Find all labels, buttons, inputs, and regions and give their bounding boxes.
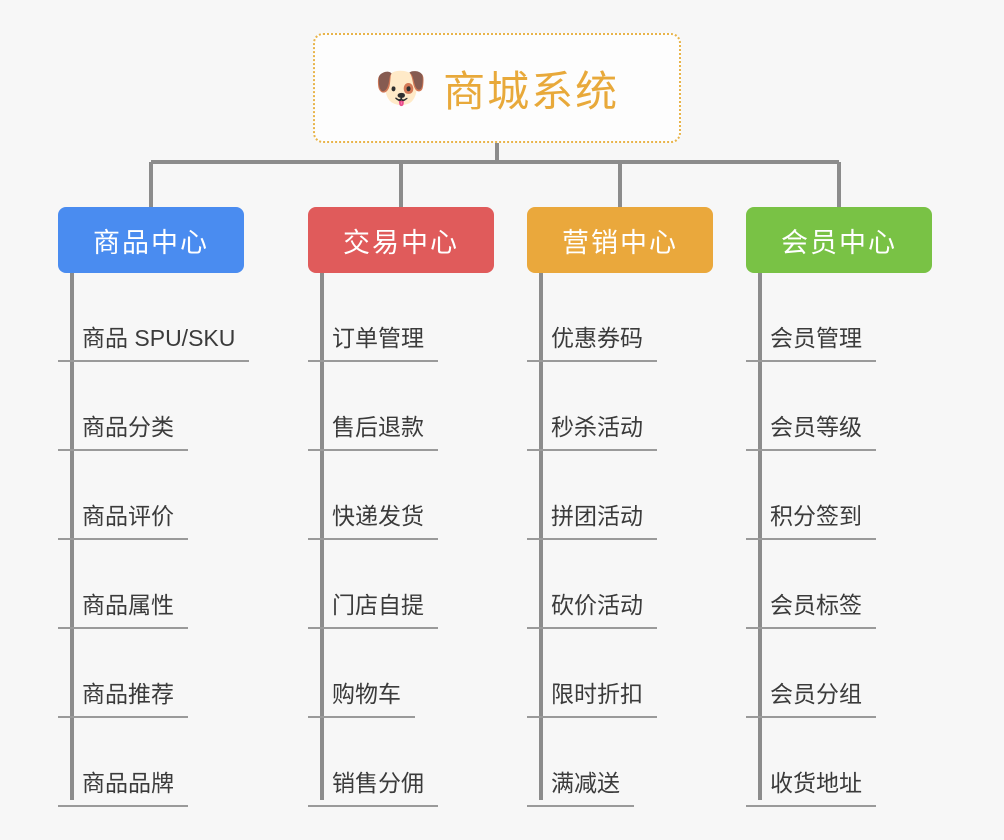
dog-face-icon: 🐶 bbox=[374, 64, 428, 111]
leaf-list-product-center: 商品 SPU/SKU 商品分类商品评价商品属性商品推荐商品品牌 bbox=[58, 273, 250, 807]
leaf-item-label: 收货地址 bbox=[746, 764, 876, 807]
leaf-list-marketing-center: 优惠券码秒杀活动拼团活动砍价活动限时折扣满减送 bbox=[527, 273, 713, 807]
leaf-item[interactable]: 优惠券码 bbox=[527, 273, 713, 362]
leaf-item[interactable]: 购物车 bbox=[308, 629, 494, 718]
leaf-item[interactable]: 会员等级 bbox=[746, 362, 932, 451]
leaf-item-label: 会员等级 bbox=[746, 408, 876, 451]
root-node[interactable]: 🐶 商城系统 bbox=[313, 33, 681, 143]
leaf-item-label: 会员管理 bbox=[746, 319, 876, 362]
leaf-item[interactable]: 商品品牌 bbox=[58, 718, 244, 807]
leaf-item[interactable]: 会员标签 bbox=[746, 540, 932, 629]
leaf-item-label: 拼团活动 bbox=[527, 497, 657, 540]
leaf-item-label: 快递发货 bbox=[308, 497, 438, 540]
leaf-item[interactable]: 收货地址 bbox=[746, 718, 932, 807]
leaf-item[interactable]: 秒杀活动 bbox=[527, 362, 713, 451]
leaf-item[interactable]: 拼团活动 bbox=[527, 451, 713, 540]
leaf-item[interactable]: 会员管理 bbox=[746, 273, 932, 362]
category-header-label: 商品中心 bbox=[93, 227, 209, 258]
leaf-item-label: 会员分组 bbox=[746, 675, 876, 718]
leaf-item[interactable]: 销售分佣 bbox=[308, 718, 494, 807]
category-header-product-center[interactable]: 商品中心 bbox=[58, 207, 244, 273]
leaf-item[interactable]: 会员分组 bbox=[746, 629, 932, 718]
leaf-item-label: 商品推荐 bbox=[58, 675, 188, 718]
leaf-item[interactable]: 满减送 bbox=[527, 718, 713, 807]
leaf-item[interactable]: 商品分类 bbox=[58, 362, 244, 451]
leaf-item-label: 会员标签 bbox=[746, 586, 876, 629]
leaf-item-label: 限时折扣 bbox=[527, 675, 657, 718]
page-title: 商城系统 bbox=[443, 67, 620, 115]
leaf-item[interactable]: 限时折扣 bbox=[527, 629, 713, 718]
category-header-trade-center[interactable]: 交易中心 bbox=[308, 207, 494, 273]
leaf-list-trade-center: 订单管理售后退款快递发货门店自提购物车销售分佣 bbox=[308, 273, 494, 807]
category-header-marketing-center[interactable]: 营销中心 bbox=[527, 207, 713, 273]
leaf-item-label: 订单管理 bbox=[308, 319, 438, 362]
leaf-list-member-center: 会员管理会员等级积分签到会员标签会员分组收货地址 bbox=[746, 273, 932, 807]
leaf-item[interactable]: 商品属性 bbox=[58, 540, 244, 629]
category-header-label: 营销中心 bbox=[562, 227, 678, 258]
leaf-item[interactable]: 订单管理 bbox=[308, 273, 494, 362]
leaf-item[interactable]: 商品推荐 bbox=[58, 629, 244, 718]
leaf-item-label: 商品 SPU/SKU bbox=[58, 319, 250, 362]
category-column-marketing-center: 营销中心优惠券码秒杀活动拼团活动砍价活动限时折扣满减送 bbox=[527, 207, 713, 807]
category-header-member-center[interactable]: 会员中心 bbox=[746, 207, 932, 273]
leaf-item-label: 砍价活动 bbox=[527, 586, 657, 629]
leaf-item[interactable]: 积分签到 bbox=[746, 451, 932, 540]
leaf-item[interactable]: 商品评价 bbox=[58, 451, 244, 540]
leaf-item-label: 商品属性 bbox=[58, 586, 188, 629]
category-column-member-center: 会员中心会员管理会员等级积分签到会员标签会员分组收货地址 bbox=[746, 207, 932, 807]
leaf-item-label: 门店自提 bbox=[308, 586, 438, 629]
category-column-trade-center: 交易中心订单管理售后退款快递发货门店自提购物车销售分佣 bbox=[308, 207, 494, 807]
category-column-product-center: 商品中心商品 SPU/SKU 商品分类商品评价商品属性商品推荐商品品牌 bbox=[58, 207, 250, 807]
leaf-item[interactable]: 商品 SPU/SKU bbox=[58, 273, 250, 362]
leaf-item-label: 商品评价 bbox=[58, 497, 188, 540]
leaf-item-label: 积分签到 bbox=[746, 497, 876, 540]
leaf-item-label: 售后退款 bbox=[308, 408, 438, 451]
leaf-item[interactable]: 售后退款 bbox=[308, 362, 494, 451]
leaf-item-label: 商品品牌 bbox=[58, 764, 188, 807]
category-header-label: 交易中心 bbox=[343, 227, 459, 258]
leaf-item[interactable]: 快递发货 bbox=[308, 451, 494, 540]
leaf-item-label: 商品分类 bbox=[58, 408, 188, 451]
leaf-item[interactable]: 砍价活动 bbox=[527, 540, 713, 629]
leaf-item-label: 销售分佣 bbox=[308, 764, 438, 807]
leaf-item-label: 购物车 bbox=[308, 675, 415, 718]
leaf-item-label: 秒杀活动 bbox=[527, 408, 657, 451]
category-header-label: 会员中心 bbox=[781, 227, 897, 258]
leaf-item-label: 优惠券码 bbox=[527, 319, 657, 362]
leaf-item-label: 满减送 bbox=[527, 764, 634, 807]
leaf-item[interactable]: 门店自提 bbox=[308, 540, 494, 629]
